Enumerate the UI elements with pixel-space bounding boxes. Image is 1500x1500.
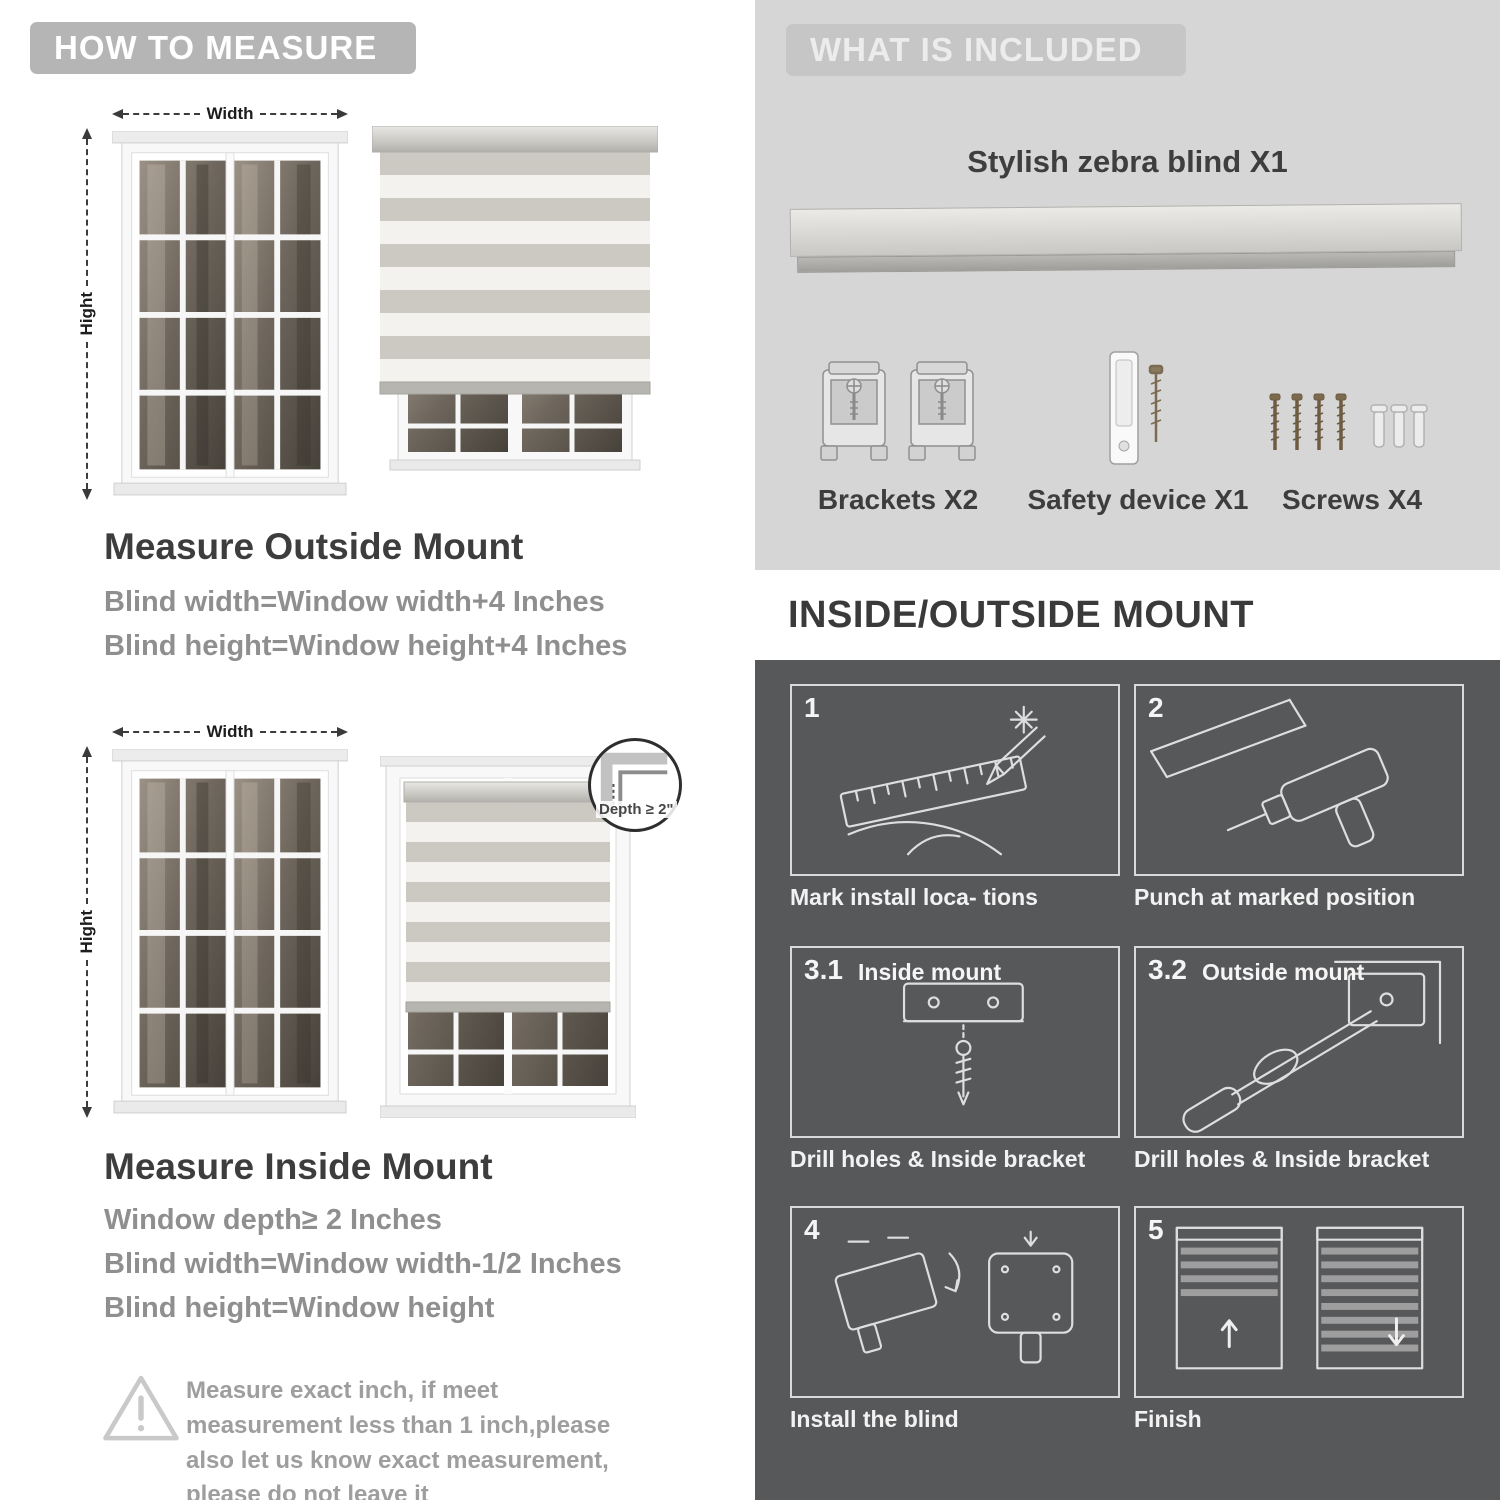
safety-device-label: Safety device X1 (1027, 484, 1249, 515)
depth-label: Depth ≥ 2" (596, 801, 677, 818)
step-1-tile: 1 (790, 684, 1120, 876)
headrail-bar (789, 203, 1463, 257)
arrow-left-icon (112, 109, 123, 119)
window-illustration-outside (112, 128, 348, 500)
arrow-right-icon (337, 727, 348, 737)
height-dimension-outside: Hight (76, 128, 98, 500)
step-2-caption: Punch at marked position (1134, 884, 1416, 910)
outside-mount-line2: Blind height=Window height+4 Inches (104, 630, 628, 662)
what-is-included-banner: WHAT IS INCLUDED (786, 24, 1186, 76)
arrow-down-icon (82, 489, 92, 500)
inside-mount-line2: Blind width=Window width-1/2 Inches (104, 1248, 622, 1280)
brackets-label: Brackets X2 (817, 484, 979, 515)
step-number: 2 (1148, 692, 1164, 723)
width-dimension-inside: Width (112, 722, 348, 742)
step-3-1-tile: 3.1 Inside mount (790, 946, 1120, 1138)
arrow-left-icon (112, 727, 123, 737)
inside-bracket-art-icon (902, 982, 1024, 1106)
width-label: Width (206, 104, 254, 123)
step-3-2-caption: Drill holes & Inside bracket (1134, 1146, 1430, 1172)
step-2-tile: 2 (1134, 684, 1464, 876)
step-number: 1 (804, 692, 820, 723)
step-3-1-caption: Drill holes & Inside bracket (790, 1146, 1086, 1172)
arrow-down-icon (82, 1107, 92, 1118)
step-label: Outside mount (1202, 959, 1365, 985)
inside-mount-heading: Measure Inside Mount (104, 1146, 493, 1187)
arrow-right-icon (337, 109, 348, 119)
screws-icon (1269, 393, 1428, 450)
step-4-caption: Install the blind (790, 1406, 959, 1432)
step-5-caption: Finish (1134, 1406, 1202, 1432)
height-label: Hight (77, 910, 96, 954)
step-3-2-tile: 3.2 Outside mount (1134, 946, 1464, 1138)
inside-mount-line1: Window depth≥ 2 Inches (104, 1204, 442, 1236)
step-number: 3.1 (804, 954, 843, 985)
mount-section-heading: INSIDE/OUTSIDE MOUNT (788, 594, 1255, 636)
inside-mount-line3: Blind height=Window height (104, 1292, 495, 1324)
zebra-blind-illustration-outside (372, 126, 658, 502)
measurement-note: Measure exact inch, if meet measurement … (186, 1377, 611, 1500)
outside-mount-line1: Blind width=Window width+4 Inches (104, 586, 605, 618)
zebra-blind-headrail-illustration (789, 203, 1463, 279)
how-to-measure-banner: HOW TO MEASURE (30, 22, 416, 74)
drill-art-icon (1149, 698, 1389, 848)
mark-locations-art-icon (839, 705, 1046, 856)
height-dimension-inside: Hight (76, 746, 98, 1118)
width-label: Width (206, 722, 254, 741)
what-is-included-title: WHAT IS INCLUDED (810, 31, 1143, 68)
finish-art-icon (1175, 1226, 1424, 1370)
arrow-up-icon (82, 128, 92, 139)
step-number: 4 (804, 1214, 820, 1245)
screws-label: Screws X4 (1281, 484, 1423, 515)
warning-triangle-icon (103, 1375, 179, 1441)
step-number: 3.2 (1148, 954, 1187, 985)
width-dimension-outside: Width (112, 104, 348, 124)
safety-device-icon (1109, 351, 1164, 465)
step-number: 5 (1148, 1214, 1164, 1245)
how-to-measure-title: HOW TO MEASURE (54, 29, 378, 66)
step-label: Inside mount (858, 959, 1002, 985)
mount-steps-panel (755, 660, 1500, 1500)
outside-bracket-art-icon (1182, 960, 1442, 1133)
brackets-icon (820, 361, 976, 461)
step-4-tile: 4 (790, 1206, 1120, 1398)
install-blind-art-icon (834, 1230, 1074, 1364)
window-illustration-inside (112, 746, 348, 1118)
height-label: Hight (77, 292, 96, 336)
outside-mount-heading: Measure Outside Mount (104, 526, 524, 567)
step-5-tile: 5 (1134, 1206, 1464, 1398)
arrow-up-icon (82, 746, 92, 757)
product-label: Stylish zebra blind X1 (967, 144, 1288, 179)
what-is-included-panel: WHAT IS INCLUDED Stylish zebra blind X1 (755, 0, 1500, 570)
step-1-caption: Mark install loca- tions (790, 884, 1038, 910)
